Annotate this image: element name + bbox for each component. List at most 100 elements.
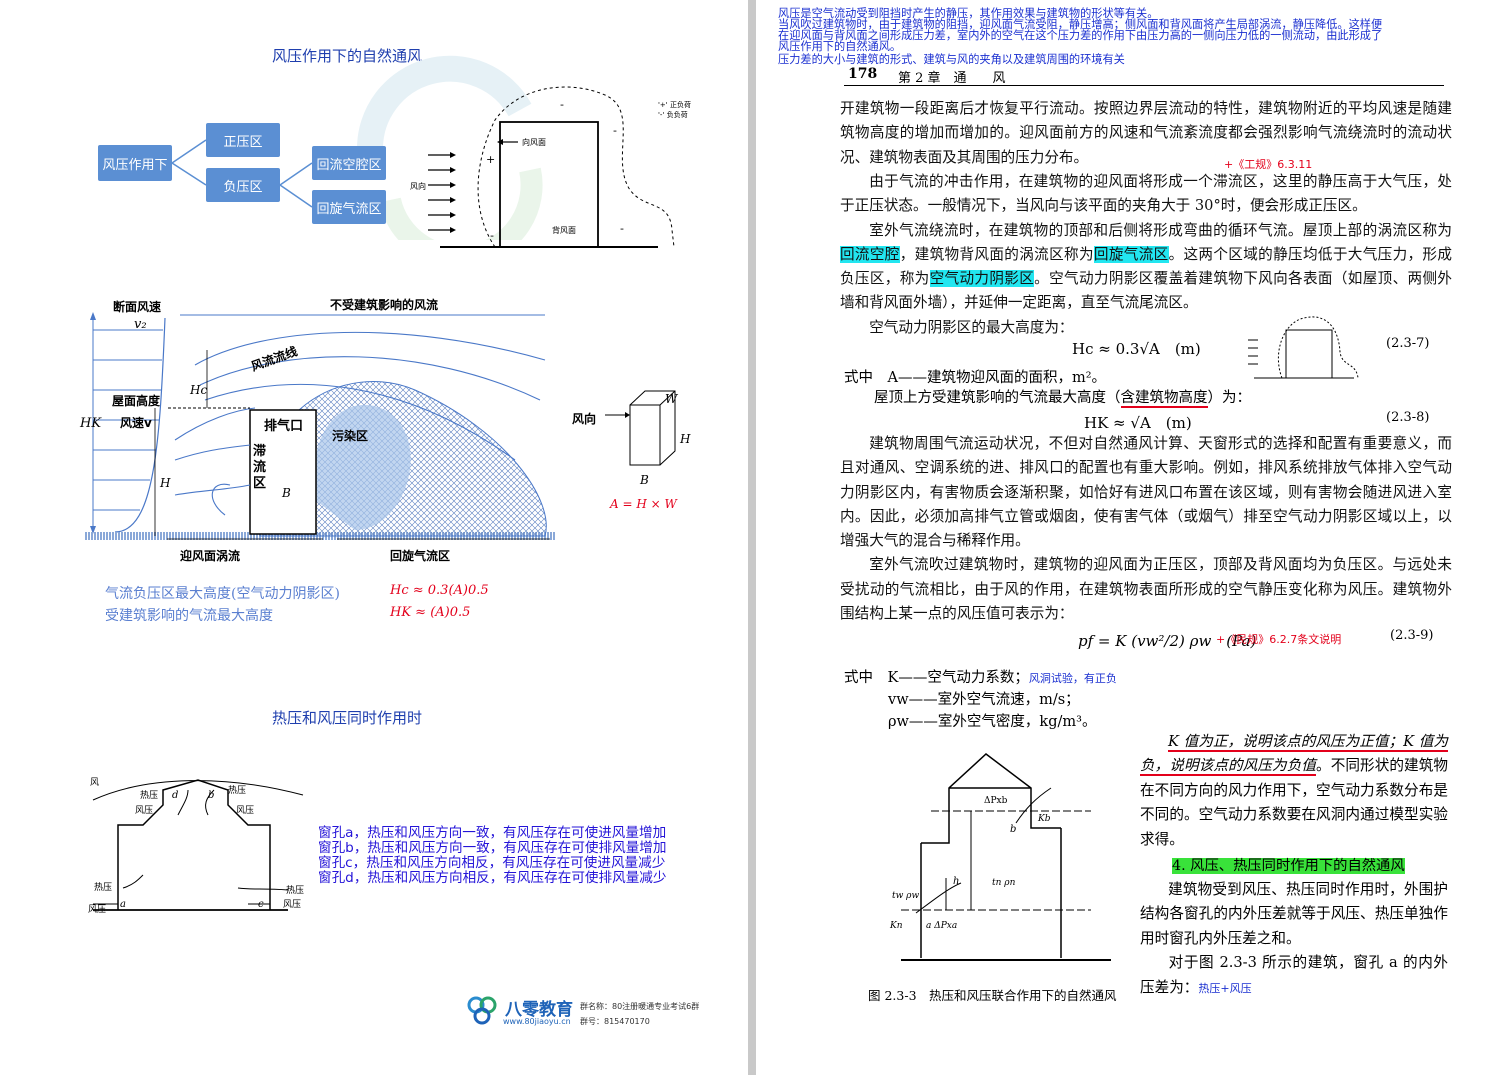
body-block-1: 开建筑物一段距离后才恢复平行流动。按照边界层流动的特性，建筑物附近的平均风速是随… bbox=[840, 97, 1452, 170]
window-d: d bbox=[172, 790, 179, 801]
combo-windp-3: 风压 bbox=[88, 905, 107, 915]
p10-note: 热压+风压 bbox=[1198, 981, 1252, 995]
paragraph-3: 室外气流绕流时，在建筑物的顶部和后侧将形成弯曲的循环气流。屋顶上部的涡流区称为回… bbox=[840, 219, 1452, 316]
plus-sign: + bbox=[486, 153, 496, 166]
group-number: 群号：815470170 bbox=[580, 1017, 650, 1026]
box-b-label: B bbox=[640, 473, 649, 487]
free-flow-label: 不受建筑影响的风流 bbox=[330, 298, 439, 312]
equation-2-3-7-number: (2.3-7) bbox=[1386, 336, 1430, 351]
paragraph-5: 屋顶上方受建筑影响的气流最大高度（含建筑物高度）为： bbox=[874, 386, 1252, 408]
w-label: W bbox=[665, 392, 678, 406]
p3-part-a: 室外气流绕流时，在建筑物的顶部和后侧将形成弯曲的循环气流。屋顶上部的涡流区称为 bbox=[869, 221, 1452, 239]
p8-part-b: 。不同形状的建筑物在不同方向的风力作用下，空气动力系数分布是不同的。空气动力系数… bbox=[1140, 757, 1448, 848]
paragraph-9: 建筑物受到风压、热压同时作用时，外围护结构各窗孔的内外压差就等于风压、热压单独作… bbox=[1140, 881, 1448, 947]
area-box-diagram bbox=[605, 390, 676, 466]
combo-wind-label: 风 bbox=[90, 778, 100, 788]
fig-tn: tn ρn bbox=[992, 878, 1016, 888]
brand-url: www.80jiaoyu.cn bbox=[503, 1017, 571, 1026]
title-wind-pressure: 风压作用下的自然通风 bbox=[272, 47, 423, 65]
group-name: 群名称：80注册暖通专业考试6群 bbox=[580, 1002, 700, 1011]
p5-part-a: 屋顶上方受建筑影响的气流最大高度（ bbox=[874, 390, 1121, 406]
stagnant-label-3: 区 bbox=[253, 476, 267, 491]
combined-pressure-diagram bbox=[92, 779, 304, 911]
figure-2-3-3 bbox=[901, 753, 1111, 961]
equation-2-3-9: pf = K (vw²/2) ρw (Pa) bbox=[1078, 632, 1257, 650]
recirc-zone-label: 回旋气流区 bbox=[390, 549, 451, 563]
minus-sign-left: - bbox=[490, 229, 494, 242]
tree-recirc-box: 回旋气流区 bbox=[312, 190, 386, 224]
wind-label: 风向 bbox=[410, 182, 426, 191]
var-k-text: 式中 K——空气动力系数； bbox=[844, 670, 1029, 686]
tree-connectors bbox=[171, 139, 313, 208]
minus-sign-bottom: - bbox=[620, 222, 624, 235]
highlight-cavity: 回流空腔 bbox=[840, 245, 900, 263]
note-line-5: 压力差的大小与建筑的形式、建筑与风的夹角以及建筑周围的环境有关 bbox=[778, 53, 1125, 66]
watermark-logo bbox=[356, 55, 543, 240]
v2-label: v₂ bbox=[134, 317, 147, 332]
window-b: b bbox=[208, 790, 215, 801]
p5-part-b: ）为： bbox=[1207, 390, 1252, 406]
right-page: 风压是空气流动受到阻挡时产生的静压，其作用效果与建筑物的形状等有关。 当风吹过建… bbox=[756, 0, 1500, 1075]
highlight-shadow: 空气动力阴影区 bbox=[929, 270, 1035, 288]
window-note-d: 窗孔d，热压和风压方向相反，有风压存在可使排风量减少 bbox=[318, 870, 667, 886]
wind-direction-label: 风向 bbox=[572, 412, 597, 426]
section-speed-label: 断面风速 bbox=[113, 300, 162, 314]
hk-label: HK bbox=[80, 416, 102, 431]
legend-minus: '-' 负负荷 bbox=[658, 111, 688, 119]
note-line-1: 风压是空气流动受到阻挡时产生的静压，其作用效果与建筑物的形状等有关。 bbox=[778, 7, 1159, 20]
header-rule bbox=[844, 85, 1444, 86]
paragraph-1: 开建筑物一段距离后才恢复平行流动。按照边界层流动的特性，建筑物附近的平均风速是随… bbox=[840, 100, 1452, 166]
p3-part-d: 。空气动力阴影区覆盖着建筑物下风向各表面（如屋顶、两侧外墙和背风面外墙），并延伸… bbox=[840, 270, 1452, 312]
airflow-diagram bbox=[85, 312, 555, 540]
tree-negative-box: 负压区 bbox=[206, 168, 280, 202]
body-block-3: 建筑物周围气流运动状况，不但对自然通风计算、天窗形式的选择和配置有重要意义，而且… bbox=[840, 432, 1452, 626]
legend-plus: '+' 正负荷 bbox=[658, 101, 691, 109]
combo-thermal-4: 热压 bbox=[286, 886, 305, 896]
brand-name: 八零教育 bbox=[505, 1000, 573, 1020]
box-h-label: H bbox=[680, 432, 691, 446]
formula2-text: 受建筑影响的气流最大高度 bbox=[105, 608, 273, 624]
b-label: B bbox=[282, 486, 291, 500]
tree-root-box: 风压作用下 bbox=[98, 145, 172, 181]
window-note-a: 窗孔a，热压和风压方向一致，有风压存在可使进风量增加 bbox=[318, 825, 667, 841]
equation-2-3-9-number: (2.3-9) bbox=[1390, 628, 1434, 643]
building-wind-diagram bbox=[428, 86, 675, 248]
stagnant-label-2: 流 bbox=[253, 460, 267, 475]
combo-windp-1: 风压 bbox=[135, 806, 154, 816]
equation-2-3-8: HK ≈ √A (m) bbox=[1084, 414, 1192, 432]
fig-kn: Kn bbox=[890, 921, 903, 931]
ref-mingui: +《民规》6.2.7条文说明 bbox=[1216, 633, 1342, 646]
underline-k-sign: K 值为正，说明该点的风压为正值；K 值为负，说明该点的风压为负值 bbox=[1140, 733, 1448, 777]
var-k: 式中 K——空气动力系数；风洞试验，有正负 bbox=[844, 666, 1117, 687]
fig-tw: tw ρw bbox=[892, 891, 920, 901]
tree-positive-box: 正压区 bbox=[206, 123, 280, 157]
side-text-block-2: 建筑物受到风压、热压同时作用时，外围护结构各窗孔的内外压差就等于风压、热压单独作… bbox=[1140, 878, 1448, 1001]
side-text-block: K 值为正，说明该点的风压为正值；K 值为负，说明该点的风压为负值。不同形状的建… bbox=[1140, 730, 1448, 852]
title-combined: 热压和风压同时作用时 bbox=[272, 709, 423, 727]
var-k-note: 风洞试验，有正负 bbox=[1028, 672, 1117, 685]
p3-part-c: 。这两个区域的静压均低于大气压力，形成负压区，称为 bbox=[840, 245, 1452, 288]
page-gutter bbox=[748, 0, 756, 1075]
window-a: a bbox=[120, 899, 126, 910]
left-page: 风压作用下的自然通风 风压作用下 正压区 负压区 回流空腔区 回旋气流区 向风面… bbox=[0, 0, 748, 1075]
minus-sign-top: - bbox=[560, 98, 564, 111]
leeward-label: 背风面 bbox=[552, 226, 576, 235]
ref-gongui: +《工规》6.3.11 bbox=[1224, 158, 1313, 171]
chapter-header: 第 2 章 通 风 bbox=[898, 71, 1006, 86]
var-vw: vw——室外空气流速，m/s； bbox=[888, 692, 1080, 708]
roof-height-label: 屋面高度 bbox=[112, 394, 161, 408]
combo-thermal-2: 热压 bbox=[228, 786, 247, 796]
var-rho: ρw——室外空气密度，kg/m³。 bbox=[888, 714, 1097, 730]
paragraph-4: 空气动力阴影区的最大高度为： bbox=[869, 318, 1074, 336]
combo-thermal-3: 热压 bbox=[94, 883, 113, 893]
fig-kb: Kb bbox=[1038, 814, 1051, 824]
formula2: HK ≈ (A)0.5 bbox=[390, 605, 471, 620]
fig-dpxb: ΔPxb bbox=[984, 796, 1008, 806]
pollution-label: 污染区 bbox=[332, 429, 369, 443]
exhaust-label: 排气口 bbox=[264, 419, 304, 434]
section-4-text: 4. 风压、热压同时作用下的自然通风 bbox=[1172, 858, 1405, 874]
fig-h: h bbox=[953, 876, 960, 887]
combo-thermal-1: 热压 bbox=[140, 791, 159, 801]
brand-logo-icon bbox=[467, 996, 497, 1025]
page-number: 178 bbox=[848, 66, 878, 82]
